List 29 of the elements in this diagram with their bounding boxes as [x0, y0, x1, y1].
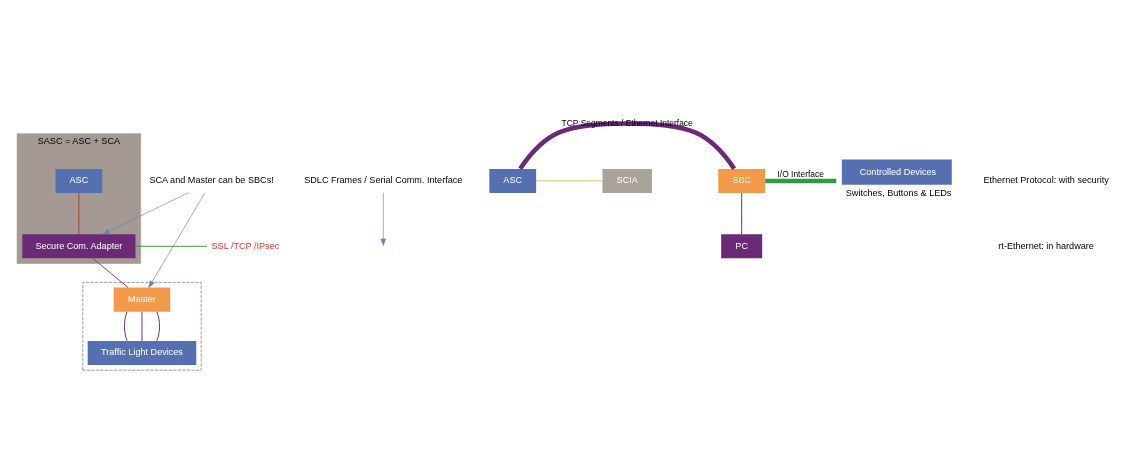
- node-box: Secure Com. Adapter: [22, 233, 136, 258]
- node-box: Master: [113, 287, 171, 312]
- connector: [518, 120, 737, 170]
- node-box: SBC: [718, 168, 766, 193]
- connector: [123, 310, 128, 341]
- connector: [765, 178, 837, 183]
- node-text: SDLC Frames / Serial Comm. Interface: [304, 174, 463, 185]
- arrow: [380, 191, 386, 246]
- connector: [135, 245, 208, 247]
- connector: [92, 257, 129, 288]
- node-text: SCA and Master can be SBCs!: [149, 174, 274, 185]
- label: Ethernet Protocol: with security: [983, 174, 1109, 185]
- arrow: [148, 192, 206, 288]
- connector: [741, 192, 743, 235]
- node-box: ASC: [55, 168, 103, 193]
- connector: [156, 310, 161, 341]
- node-label: Switches, Buttons & LEDs: [845, 187, 952, 198]
- connector: [141, 310, 143, 341]
- node-box: Controlled Devices: [841, 158, 952, 185]
- node-text: SSL /TCP /IPsec: [211, 240, 280, 251]
- connector: [78, 192, 80, 235]
- node-box: SCIA: [602, 168, 652, 193]
- label: rt-Ethernet: in hardware: [998, 240, 1094, 251]
- edge-label: I/O Interface: [777, 168, 824, 179]
- node-box: PC: [721, 233, 763, 258]
- arrow: [102, 191, 189, 234]
- node-box: ASC: [489, 168, 537, 193]
- node-box: Traffic Light Devices: [87, 340, 197, 365]
- connector: [535, 179, 603, 181]
